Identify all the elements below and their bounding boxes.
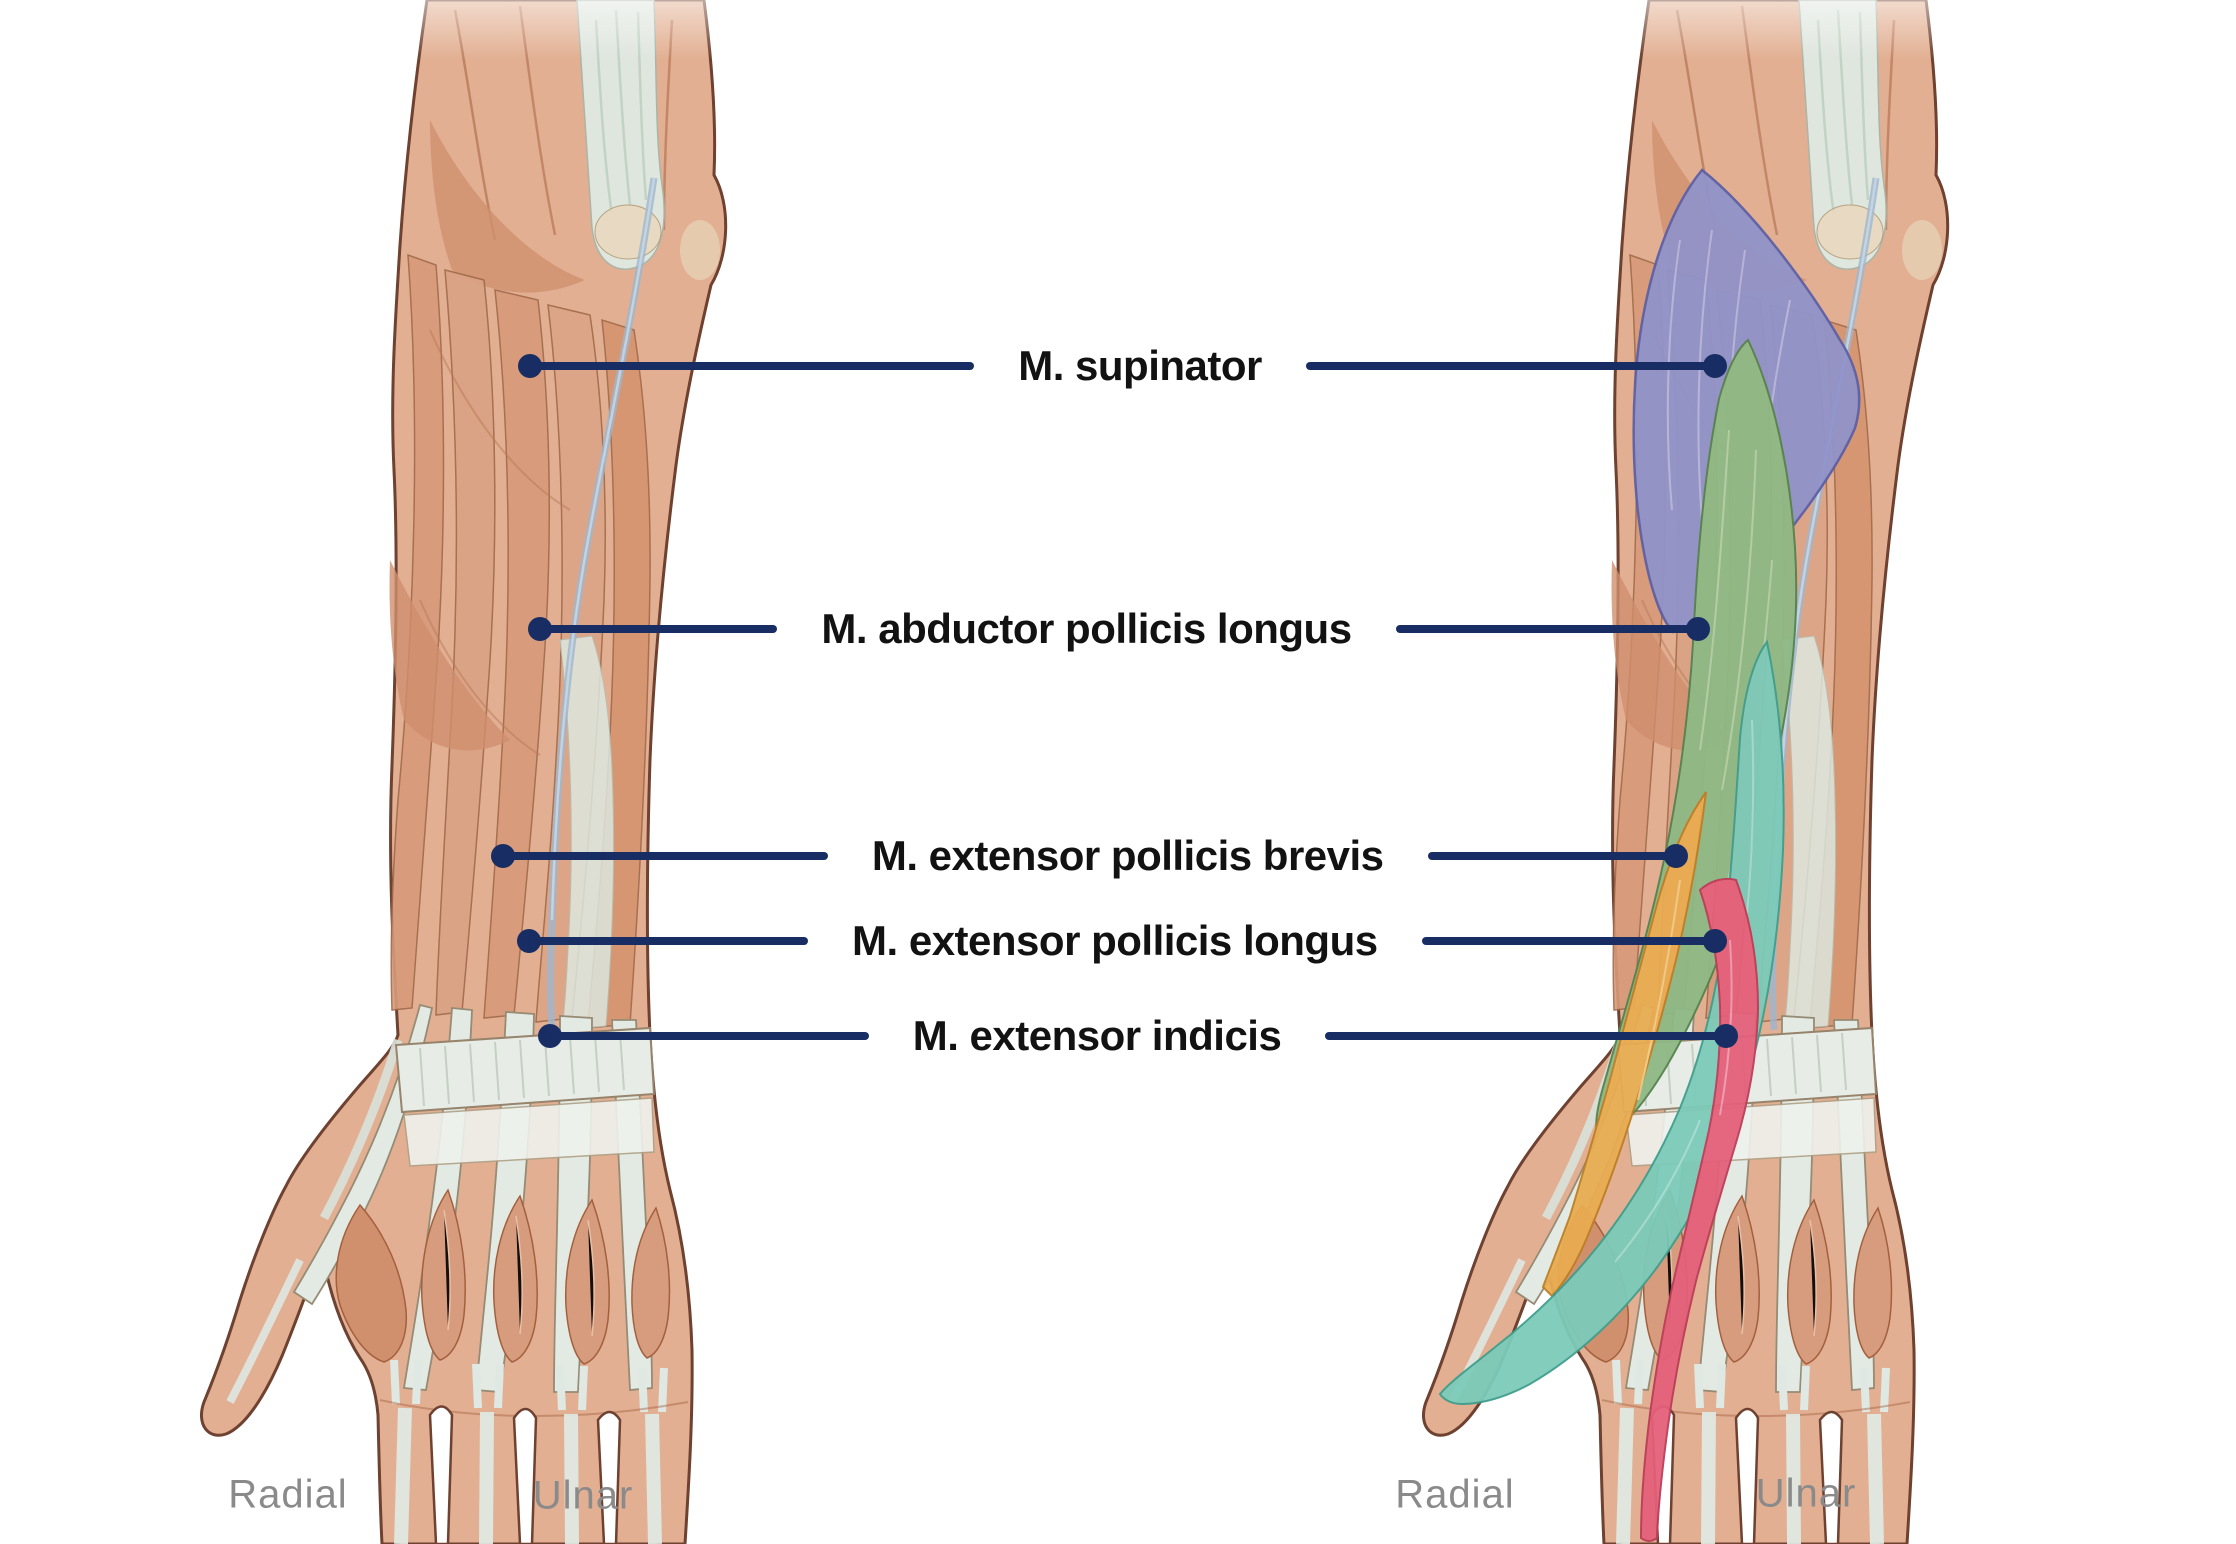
label-row-abductor-pollicis-longus: M. abductor pollicis longus xyxy=(528,605,1710,653)
pointer-dot-right xyxy=(1714,1024,1738,1048)
label-row-extensor-indicis: M. extensor indicis xyxy=(538,1012,1738,1060)
pointer-line-right xyxy=(1325,1032,1727,1040)
muscle-extensor-pollicis-brevis-highlight xyxy=(1541,791,1707,1298)
highlighted-muscles xyxy=(1438,168,1861,1542)
muscle-label-extensor-pollicis-longus: M. extensor pollicis longus xyxy=(846,918,1384,964)
muscle-label-extensor-pollicis-brevis: M. extensor pollicis brevis xyxy=(865,833,1390,879)
pointer-line-left xyxy=(528,937,809,945)
pointer-line-right xyxy=(1427,852,1677,860)
pointer-line-left xyxy=(539,625,778,633)
pointer-dot-right xyxy=(1703,354,1727,378)
pointer-line-right xyxy=(1395,625,1699,633)
pointer-dot-right xyxy=(1686,617,1710,641)
muscle-label-abductor-pollicis-longus: M. abductor pollicis longus xyxy=(815,606,1358,652)
top-fade xyxy=(0,0,2236,60)
right-arm-ulnar-label: Ulnar xyxy=(1755,1471,1857,1516)
muscle-label-supinator: M. supinator xyxy=(1012,343,1268,389)
pointer-line-right xyxy=(1305,362,1716,370)
pointer-dot-right xyxy=(1664,844,1688,868)
right-arm-radial-label: Radial xyxy=(1395,1472,1515,1517)
pointer-line-left xyxy=(549,1032,869,1040)
label-row-supinator: M. supinator xyxy=(518,342,1727,390)
pointer-line-left xyxy=(529,362,975,370)
left-arm-illustration xyxy=(201,0,725,1544)
label-row-extensor-pollicis-brevis: M. extensor pollicis brevis xyxy=(491,832,1688,880)
left-arm-radial-label: Radial xyxy=(228,1472,348,1517)
muscle-label-extensor-indicis: M. extensor indicis xyxy=(906,1013,1288,1059)
label-row-extensor-pollicis-longus: M. extensor pollicis longus xyxy=(517,917,1727,965)
pointer-line-right xyxy=(1421,937,1716,945)
pointer-dot-right xyxy=(1703,929,1727,953)
pointer-line-left xyxy=(502,852,828,860)
left-arm-ulnar-label: Ulnar xyxy=(532,1473,634,1518)
